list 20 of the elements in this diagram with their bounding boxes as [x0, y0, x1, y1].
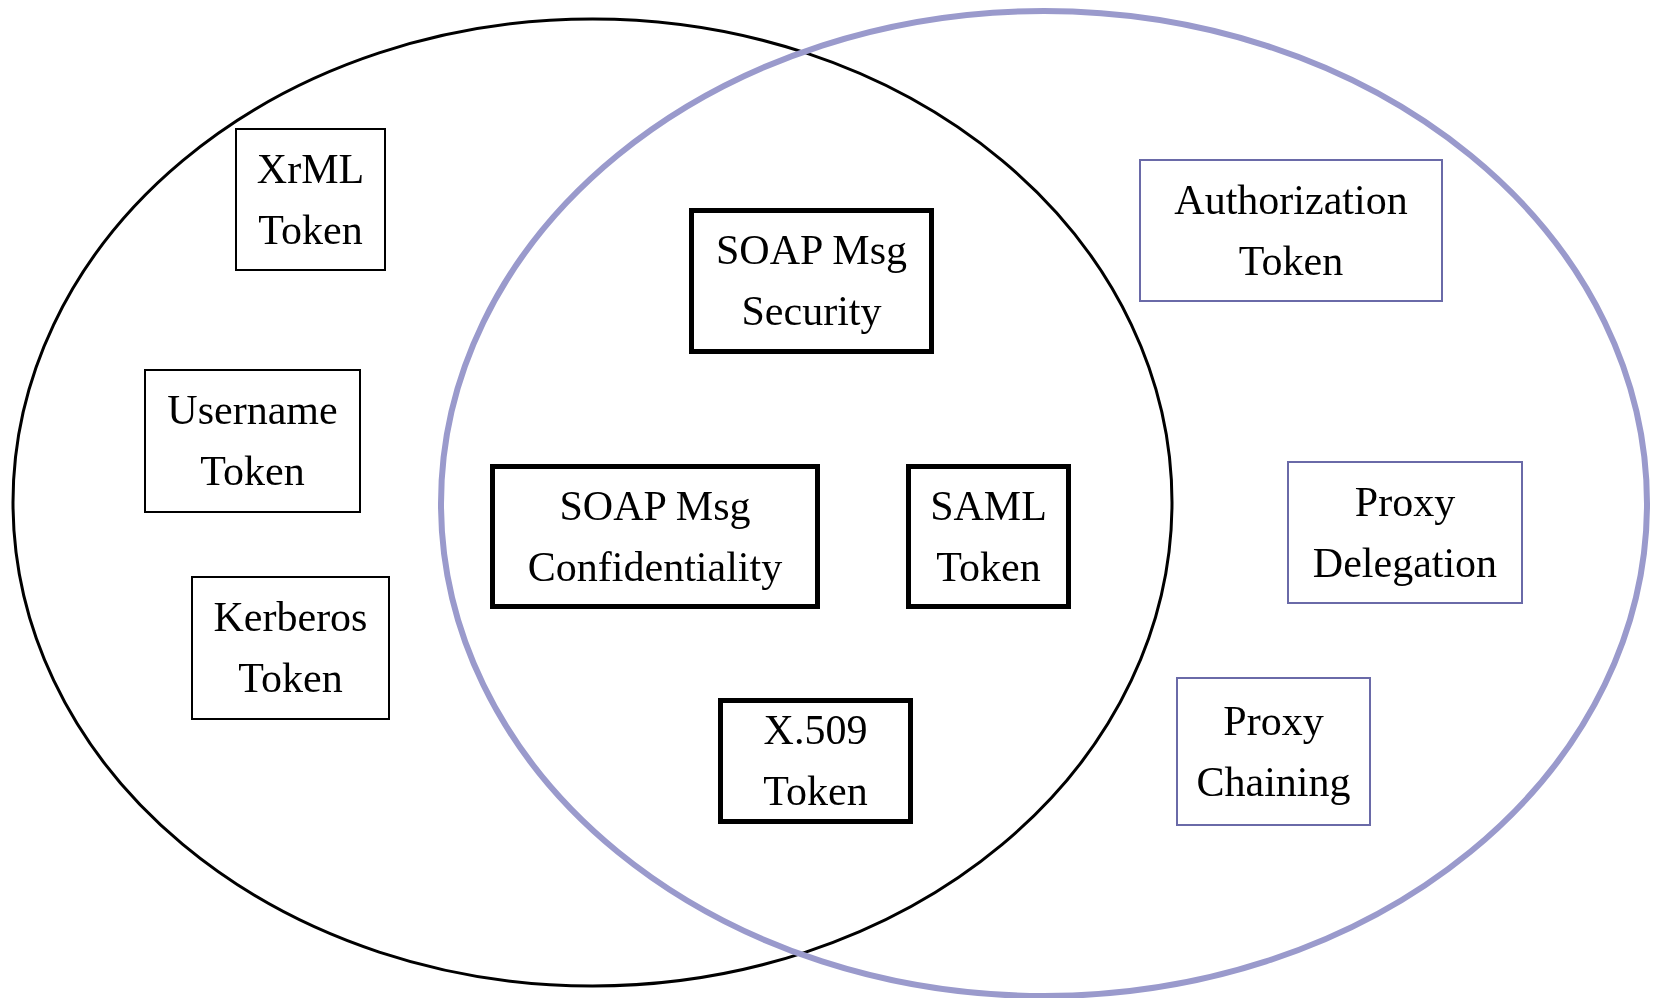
box-label: Kerberos Token — [212, 593, 369, 703]
token-box — [191, 576, 390, 720]
box-label: XrML Token — [255, 144, 366, 255]
token-box — [718, 698, 913, 824]
box-label: Username Token — [166, 386, 339, 496]
token-box — [235, 128, 386, 271]
box-label: Authorization Token — [1173, 175, 1409, 286]
token-box — [1287, 461, 1523, 604]
box-label: SOAP Msg Confidentiality — [526, 481, 784, 592]
box-label: Proxy Chaining — [1195, 696, 1352, 807]
box-label: Proxy Delegation — [1311, 477, 1499, 588]
token-box — [906, 464, 1071, 609]
box-label: SAML Token — [929, 481, 1048, 592]
token-box — [490, 464, 820, 609]
token-box — [1139, 159, 1443, 302]
token-box — [689, 208, 934, 354]
token-box — [1176, 677, 1371, 826]
token-box — [144, 369, 361, 513]
box-label: SOAP Msg Security — [715, 226, 908, 336]
box-label: X.509 Token — [762, 706, 869, 816]
